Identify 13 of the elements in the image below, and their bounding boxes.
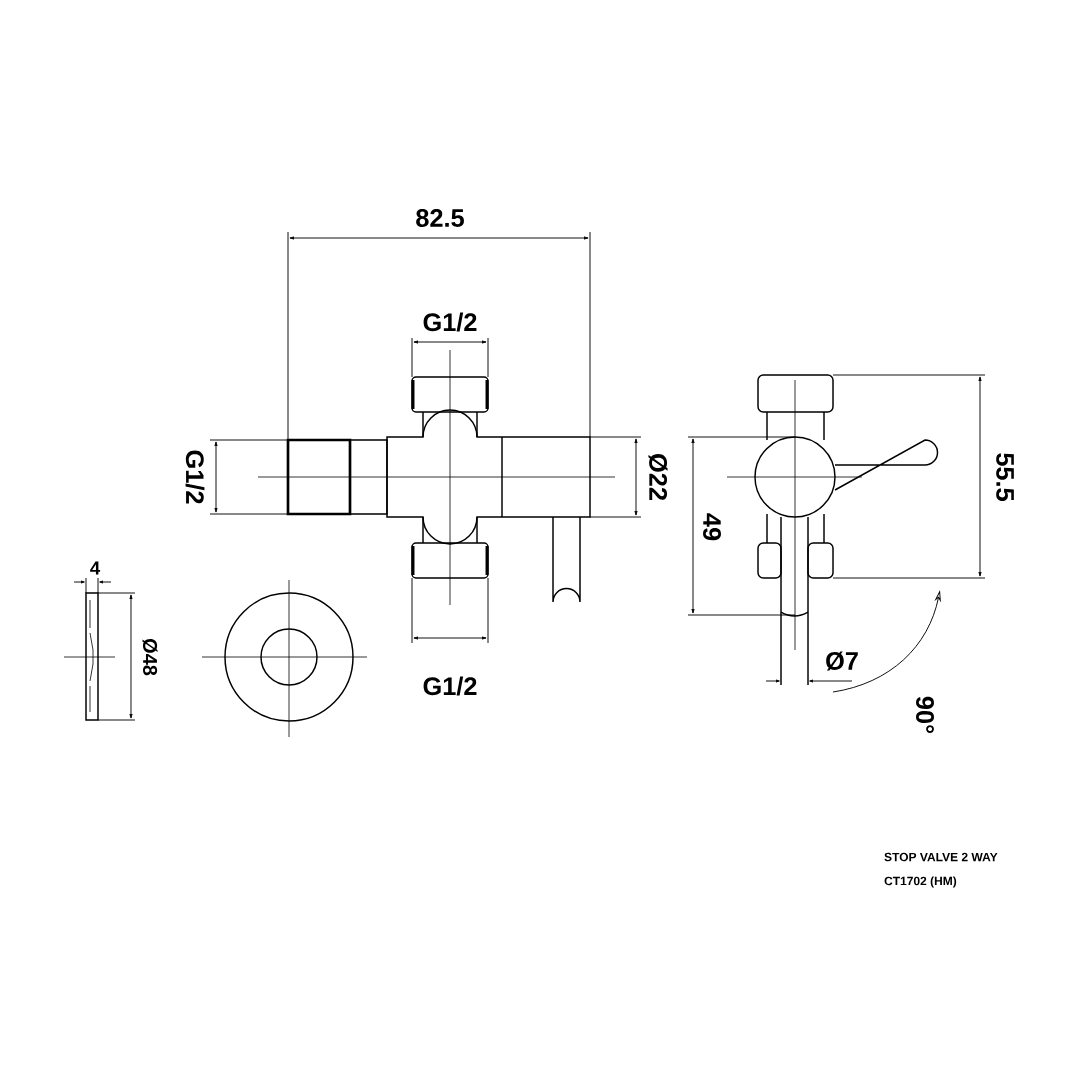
dimension-label: 4 xyxy=(90,561,101,575)
dimension-label: G1/2 xyxy=(423,312,477,332)
dimension-label: Ø48 xyxy=(142,638,158,676)
dimension-label: 82.5 xyxy=(416,209,464,227)
dimension-label: Ø7 xyxy=(826,651,858,671)
caption-text: CT1702 (HM) xyxy=(884,876,957,888)
dimension-label: G1/2 xyxy=(185,450,205,504)
dimension-label: 55.5 xyxy=(996,453,1014,501)
dimension-label: 49 xyxy=(703,513,721,541)
dimension-label: Ø22 xyxy=(648,454,668,500)
dimension-label: 90° xyxy=(916,696,934,734)
dimension-label: G1/2 xyxy=(423,676,477,696)
caption-text: STOP VALVE 2 WAY xyxy=(884,852,998,862)
